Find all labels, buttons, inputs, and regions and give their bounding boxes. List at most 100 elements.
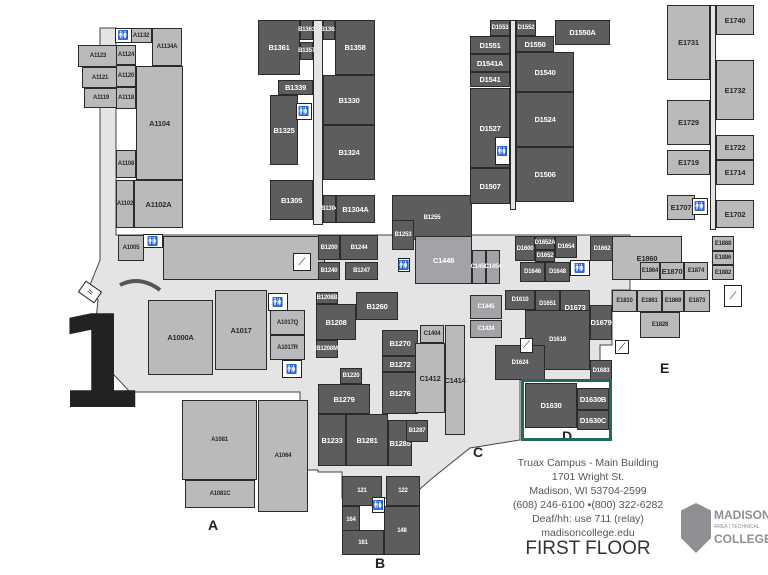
- room-e1740[interactable]: E1740: [716, 5, 754, 35]
- room-e1882[interactable]: E1882: [712, 265, 734, 280]
- room-b1208m[interactable]: B1208M: [316, 340, 338, 358]
- room-148[interactable]: 148: [384, 506, 420, 555]
- room-a1123[interactable]: A1123: [78, 45, 118, 67]
- room-e1810[interactable]: E1810: [612, 290, 637, 312]
- room-b1330[interactable]: B1330: [323, 75, 375, 125]
- room-e1861[interactable]: E1861: [637, 290, 662, 312]
- room-a1017r[interactable]: A1017R: [270, 335, 305, 360]
- room-c1404[interactable]: C1404: [420, 325, 444, 343]
- room-b1304a[interactable]: B1304A: [336, 195, 375, 223]
- room-e1886[interactable]: E1886: [712, 251, 734, 265]
- room-b1233[interactable]: B1233: [318, 414, 346, 466]
- room-b1339[interactable]: B1339: [278, 80, 313, 95]
- room-121[interactable]: 121: [342, 476, 382, 506]
- room-a1108[interactable]: A1108: [116, 150, 136, 178]
- room-b1304[interactable]: B1304: [321, 195, 338, 223]
- room-d1600[interactable]: D1600: [515, 236, 535, 261]
- room-a1134a[interactable]: A1134A: [152, 28, 182, 66]
- room-e1873[interactable]: E1873: [684, 290, 710, 312]
- room-161[interactable]: 161: [342, 530, 384, 555]
- room-c1414[interactable]: C1414: [444, 325, 466, 435]
- room-b1253[interactable]: B1253: [392, 220, 414, 250]
- room-d1679[interactable]: D1679: [590, 305, 612, 340]
- room-b1270[interactable]: B1270: [382, 330, 418, 356]
- room-a1120[interactable]: A1120: [116, 65, 136, 87]
- website-link[interactable]: madisoncollege.edu: [541, 527, 635, 539]
- room-b1276[interactable]: B1276: [382, 372, 418, 414]
- room-a1005[interactable]: A1005: [118, 235, 144, 261]
- room-b1285[interactable]: B1285: [388, 420, 412, 466]
- room-b1208[interactable]: B1208: [316, 304, 356, 340]
- room-d1646[interactable]: D1646: [520, 262, 545, 282]
- room-d1610[interactable]: D1610: [505, 290, 535, 310]
- room-d1652a[interactable]: D1652A: [535, 236, 556, 250]
- room-e1702[interactable]: E1702: [716, 200, 754, 228]
- room-a1119[interactable]: A1119: [84, 88, 118, 108]
- room-d1550[interactable]: D1550: [516, 36, 554, 52]
- room-e1828[interactable]: E1828: [640, 312, 680, 338]
- room-b1220[interactable]: B1220: [340, 368, 362, 384]
- room-a1118[interactable]: A1118: [116, 87, 136, 109]
- room-a1102[interactable]: A1102: [116, 180, 134, 228]
- room-d1552[interactable]: D1552: [516, 20, 536, 36]
- room-b1305[interactable]: B1305: [270, 180, 313, 220]
- room-b1208b[interactable]: B1208B: [316, 292, 338, 304]
- room-d1683[interactable]: D1683: [590, 360, 612, 382]
- room-b1325[interactable]: B1325: [270, 95, 298, 165]
- room-c1450[interactable]: C1450: [471, 250, 488, 284]
- room-c1454[interactable]: C1454: [485, 250, 502, 284]
- room-d1553[interactable]: D1553: [490, 20, 510, 36]
- room-b1361[interactable]: B1361: [258, 20, 300, 75]
- room-b1363[interactable]: B1363: [298, 20, 315, 40]
- room-a1081c[interactable]: A1081C: [185, 480, 255, 508]
- room-b1272[interactable]: B1272: [382, 356, 418, 372]
- room-a1017[interactable]: A1017: [215, 290, 267, 370]
- room-b1260[interactable]: B1260: [356, 292, 398, 320]
- room-e1888[interactable]: E1888: [712, 236, 734, 251]
- room-a1102a[interactable]: A1102A: [134, 180, 183, 228]
- room-e1714[interactable]: E1714: [716, 160, 754, 185]
- room-b1247[interactable]: B1247: [345, 262, 378, 280]
- room-a1081[interactable]: A1081: [182, 400, 257, 480]
- room-e1870[interactable]: E1870: [660, 262, 684, 280]
- room-c1434[interactable]: C1434: [470, 320, 502, 338]
- room-a1121[interactable]: A1121: [82, 67, 118, 88]
- room-b1240[interactable]: B1240: [318, 262, 340, 280]
- room-e1864[interactable]: E1864: [640, 262, 660, 280]
- room-e1731[interactable]: E1731: [667, 5, 710, 80]
- room-d1540[interactable]: D1540: [516, 52, 574, 92]
- room-d1551[interactable]: D1551: [470, 36, 510, 54]
- room-d1541[interactable]: D1541: [470, 72, 510, 87]
- room-d1506[interactable]: D1506: [516, 147, 574, 202]
- room-a1132[interactable]: A1132: [130, 28, 152, 43]
- room-d1630[interactable]: D1630: [525, 383, 577, 428]
- room-d1662[interactable]: D1662: [590, 236, 614, 261]
- room-122[interactable]: 122: [386, 476, 420, 506]
- room-d1541a[interactable]: D1541A: [470, 54, 510, 72]
- room-d1654[interactable]: D1654: [555, 236, 577, 258]
- room-b1358[interactable]: B1358: [335, 20, 375, 75]
- room-a1124[interactable]: A1124: [116, 45, 136, 65]
- room-e1874[interactable]: E1874: [684, 262, 708, 280]
- room-c1445[interactable]: C1445: [470, 295, 502, 319]
- room-d1550a[interactable]: D1550A: [555, 20, 610, 45]
- room-b1281[interactable]: B1281: [346, 414, 388, 466]
- room-d1630b[interactable]: D1630B: [577, 388, 609, 410]
- room-b1357[interactable]: B1357: [298, 42, 315, 60]
- room-b1362[interactable]: B1362: [321, 20, 338, 40]
- room-b1279[interactable]: B1279: [318, 384, 370, 414]
- room-e1722[interactable]: E1722: [716, 135, 754, 160]
- room-b1200[interactable]: B1200: [318, 235, 340, 260]
- room-a1017q[interactable]: A1017Q: [270, 310, 305, 335]
- room-d1652[interactable]: D1652: [535, 250, 555, 262]
- room-e1707[interactable]: E1707: [667, 195, 695, 220]
- room-d1630c[interactable]: D1630C: [577, 410, 609, 430]
- room-a1000a[interactable]: A1000A: [148, 300, 213, 375]
- room-a1104[interactable]: A1104: [136, 66, 183, 180]
- room-e1732[interactable]: E1732: [716, 60, 754, 120]
- room-e1729[interactable]: E1729: [667, 100, 710, 145]
- room-d1507[interactable]: D1507: [470, 168, 510, 204]
- room-a1064[interactable]: A1064: [258, 400, 308, 512]
- room-c1448[interactable]: C1448: [415, 236, 472, 284]
- room-c1412[interactable]: C1412: [415, 343, 445, 413]
